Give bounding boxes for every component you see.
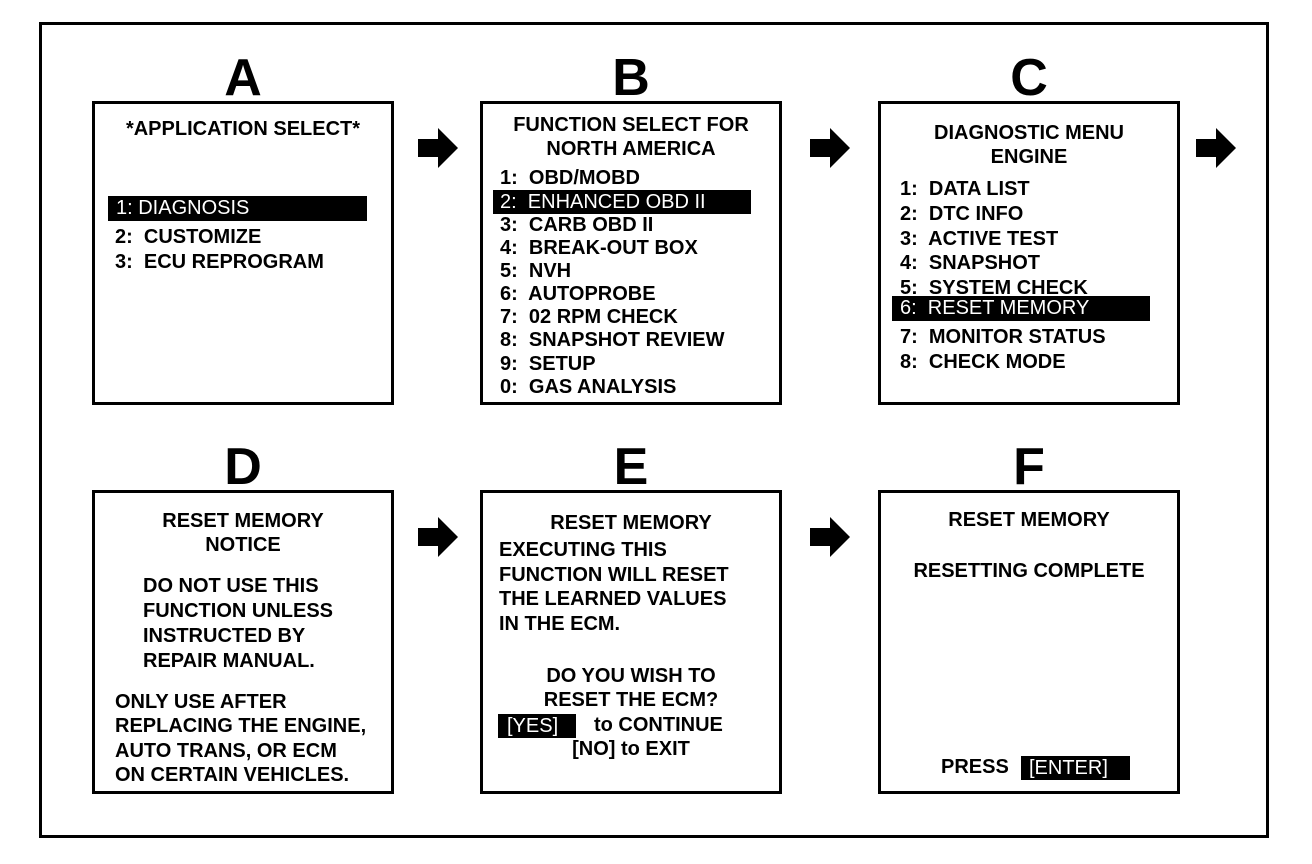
screen-reset-memory-notice: RESET MEMORY NOTICE DO NOT USE THIS FUNC… [92,490,394,794]
menu-item[interactable]: 2: DTC INFO [900,203,1024,225]
diagram-frame [39,22,1269,838]
warning-line: INSTRUCTED BY [143,625,306,647]
screen-title-line: NORTH AMERICA [546,138,716,160]
step-letter-b: B [612,49,650,107]
screen-title: RESET MEMORY [550,512,712,534]
menu-item-diagnosis-selected[interactable]: 1: DIAGNOSIS [108,196,367,221]
screen-title: RESET MEMORY [948,509,1110,531]
step-letter-f: F [1013,438,1045,496]
body-line: FUNCTION WILL RESET [499,564,729,586]
question-line: RESET THE ECM? [543,689,719,711]
screen-function-select: FUNCTION SELECT FOR NORTH AMERICA 1: OBD… [480,101,782,405]
menu-item-label: 1: DIAGNOSIS [116,197,250,219]
body-line: EXECUTING THIS [499,539,667,561]
press-label: PRESS [941,756,1009,778]
menu-item[interactable]: 3: ACTIVE TEST [900,228,1059,250]
menu-item-ecu-reprogram[interactable]: 3: ECU REPROGRAM [115,251,324,273]
menu-item[interactable]: 4: BREAK-OUT BOX [500,237,698,259]
menu-item[interactable]: 9: SETUP [500,353,596,375]
status-text: RESETTING COMPLETE [913,560,1145,582]
question-line: DO YOU WISH TO [546,665,716,687]
step-letter-a: A [224,49,262,107]
yes-instruction: to CONTINUE [594,714,723,736]
menu-item-customize[interactable]: 2: CUSTOMIZE [115,226,262,248]
menu-item[interactable]: 0: GAS ANALYSIS [500,376,677,398]
menu-item[interactable]: 1: OBD/MOBD [500,167,640,189]
menu-item[interactable]: 7: 02 RPM CHECK [500,306,678,328]
screen-title-line: RESET MEMORY [162,510,324,532]
menu-item[interactable]: 4: SNAPSHOT [900,252,1041,274]
screen-title-line: FUNCTION SELECT FOR [513,114,749,136]
note-line: ONLY USE AFTER [115,691,287,713]
menu-item[interactable]: 1: DATA LIST [900,178,1030,200]
screen-reset-confirm: RESET MEMORY EXECUTING THIS FUNCTION WIL… [480,490,782,794]
screen-title-line: ENGINE [990,146,1068,168]
screen-title-line: DIAGNOSTIC MENU [934,122,1124,144]
step-letter-c: C [1010,49,1048,107]
screen-title: *APPLICATION SELECT* [125,118,361,140]
menu-item[interactable]: 3: CARB OBD II [500,214,654,236]
warning-line: REPAIR MANUAL. [143,650,315,672]
arrow-right-icon [1196,128,1236,168]
arrow-right-icon [418,128,458,168]
step-letter-e: E [613,438,649,496]
yes-key[interactable]: [YES] [498,714,576,738]
enter-key[interactable]: [ENTER] [1021,756,1130,780]
body-line: IN THE ECM. [499,613,621,635]
warning-line: FUNCTION UNLESS [143,600,333,622]
note-line: REPLACING THE ENGINE, [115,715,367,737]
body-line: THE LEARNED VALUES [499,588,727,610]
screen-reset-complete: RESET MEMORY RESETTING COMPLETE PRESS [E… [878,490,1180,794]
menu-item[interactable]: 6: AUTOPROBE [500,283,656,305]
step-letter-d: D [224,438,262,496]
note-line: ON CERTAIN VEHICLES. [115,764,350,786]
arrow-right-icon [418,517,458,557]
menu-item[interactable]: 5: NVH [500,260,572,282]
note-line: AUTO TRANS, OR ECM [115,740,337,762]
no-instruction: [NO] to EXIT [572,738,690,760]
menu-item-reset-memory-selected[interactable]: 6: RESET MEMORY [892,296,1150,321]
menu-item[interactable]: 8: SNAPSHOT REVIEW [500,329,725,351]
arrow-right-icon [810,517,850,557]
menu-item[interactable]: 5: SYSTEM CHECK [900,277,1088,299]
screen-application-select: *APPLICATION SELECT* 1: DIAGNOSIS 2: CUS… [92,101,394,405]
menu-item-label: 6: RESET MEMORY [900,297,1090,319]
menu-item[interactable]: 8: CHECK MODE [900,351,1066,373]
enter-key-label: [ENTER] [1029,757,1108,779]
screen-diagnostic-menu: DIAGNOSTIC MENU ENGINE 1: DATA LIST 2: D… [878,101,1180,405]
screen-title-line: NOTICE [205,534,281,556]
menu-item-enhanced-obd-selected[interactable]: 2: ENHANCED OBD II [493,190,751,214]
yes-key-label: [YES] [507,715,559,737]
menu-item-label: 2: ENHANCED OBD II [500,191,706,213]
menu-item[interactable]: 7: MONITOR STATUS [900,326,1106,348]
warning-line: DO NOT USE THIS [143,575,319,597]
arrow-right-icon [810,128,850,168]
